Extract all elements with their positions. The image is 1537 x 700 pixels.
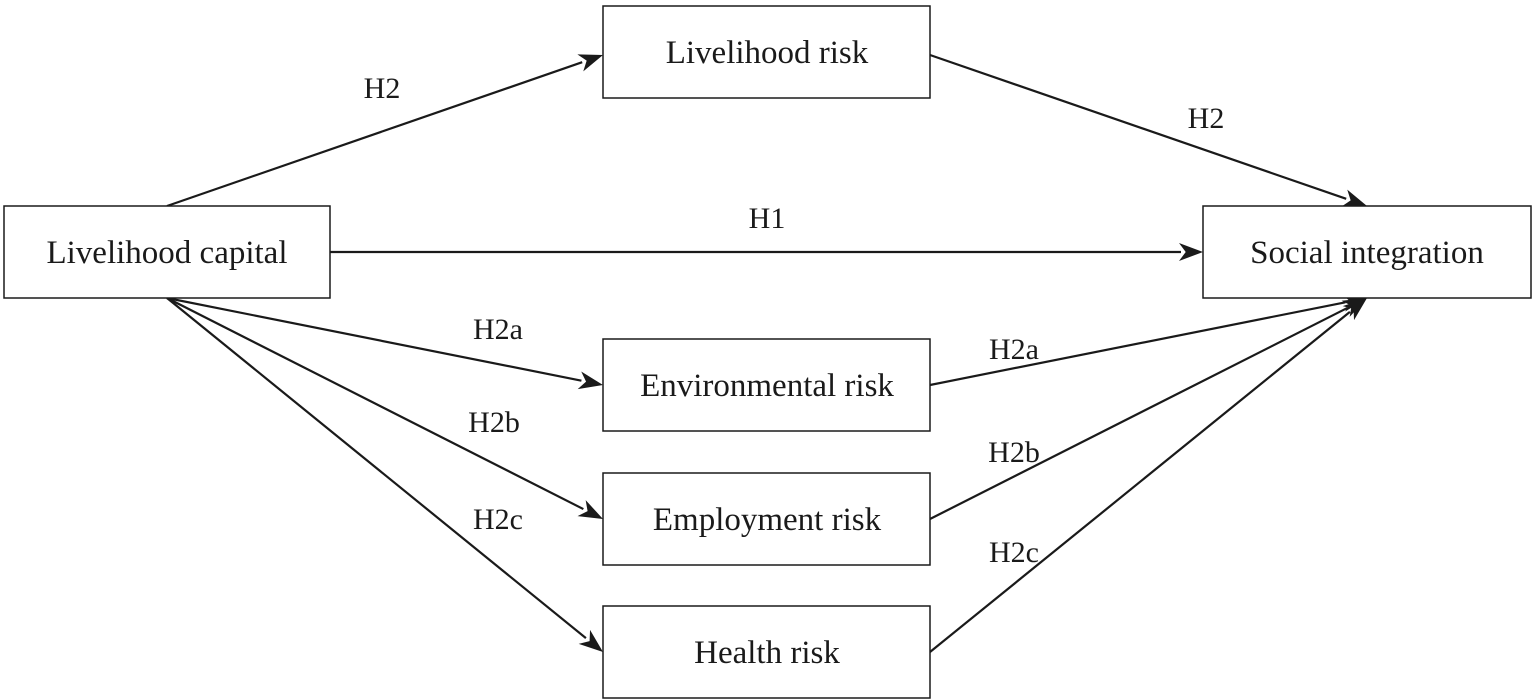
node-label-social-integration: Social integration <box>1250 235 1484 271</box>
edge-label: H2a <box>473 313 523 346</box>
edge-line <box>929 53 1347 200</box>
edge-line <box>166 296 582 382</box>
node-label-livelihood-capital: Livelihood capital <box>46 235 287 271</box>
node-environmental-risk: Environmental risk <box>602 338 931 432</box>
arrowhead-icon <box>577 54 603 72</box>
edge-label: H2b <box>468 406 520 439</box>
edge-label: H2b <box>988 436 1040 469</box>
edge-line <box>166 61 583 208</box>
edge-capital-to-environmental-risk: H2a <box>166 296 603 390</box>
node-label-health-risk: Health risk <box>694 635 840 671</box>
edge-environmental-risk-to-integration: H2a <box>929 293 1367 387</box>
edge-label: H2c <box>989 536 1039 569</box>
arrowhead-icon <box>577 371 603 390</box>
arrowhead-icon <box>577 500 603 519</box>
edge-line <box>929 306 1348 520</box>
edge-line <box>166 297 587 639</box>
edge-label: H2 <box>364 72 401 105</box>
edge-line <box>929 301 1346 387</box>
node-livelihood-risk: Livelihood risk <box>602 5 931 99</box>
arrowhead-icon <box>1179 243 1203 261</box>
edge-label: H2c <box>473 503 523 536</box>
edge-health-risk-to-integration: H2c <box>929 298 1367 653</box>
edge-line <box>929 310 1351 653</box>
edge-label: H1 <box>749 202 786 235</box>
edge-line <box>166 297 584 511</box>
edge-employment-risk-to-integration: H2b <box>929 298 1367 520</box>
arrowhead-icon <box>578 629 603 652</box>
node-label-environmental-risk: Environmental risk <box>640 368 894 404</box>
node-label-livelihood-risk: Livelihood risk <box>666 35 869 71</box>
node-social-integration: Social integration <box>1202 205 1532 299</box>
edge-capital-to-employment-risk: H2b <box>166 297 603 519</box>
edge-label: H2a <box>989 333 1039 366</box>
arrowhead-icon <box>1342 298 1367 321</box>
node-employment-risk: Employment risk <box>602 472 931 566</box>
node-livelihood-capital: Livelihood capital <box>3 205 331 299</box>
arrowhead-icon <box>1341 189 1367 207</box>
edge-capital-to-livelihood-risk: H2 <box>166 54 603 208</box>
node-label-employment-risk: Employment risk <box>653 502 882 538</box>
edge-label: H2 <box>1188 102 1225 135</box>
edge-capital-to-integration: H1 <box>330 202 1203 261</box>
edge-capital-to-health-risk: H2c <box>166 297 603 652</box>
edge-livelihood-risk-to-integration: H2 <box>929 53 1367 207</box>
node-health-risk: Health risk <box>602 605 931 699</box>
